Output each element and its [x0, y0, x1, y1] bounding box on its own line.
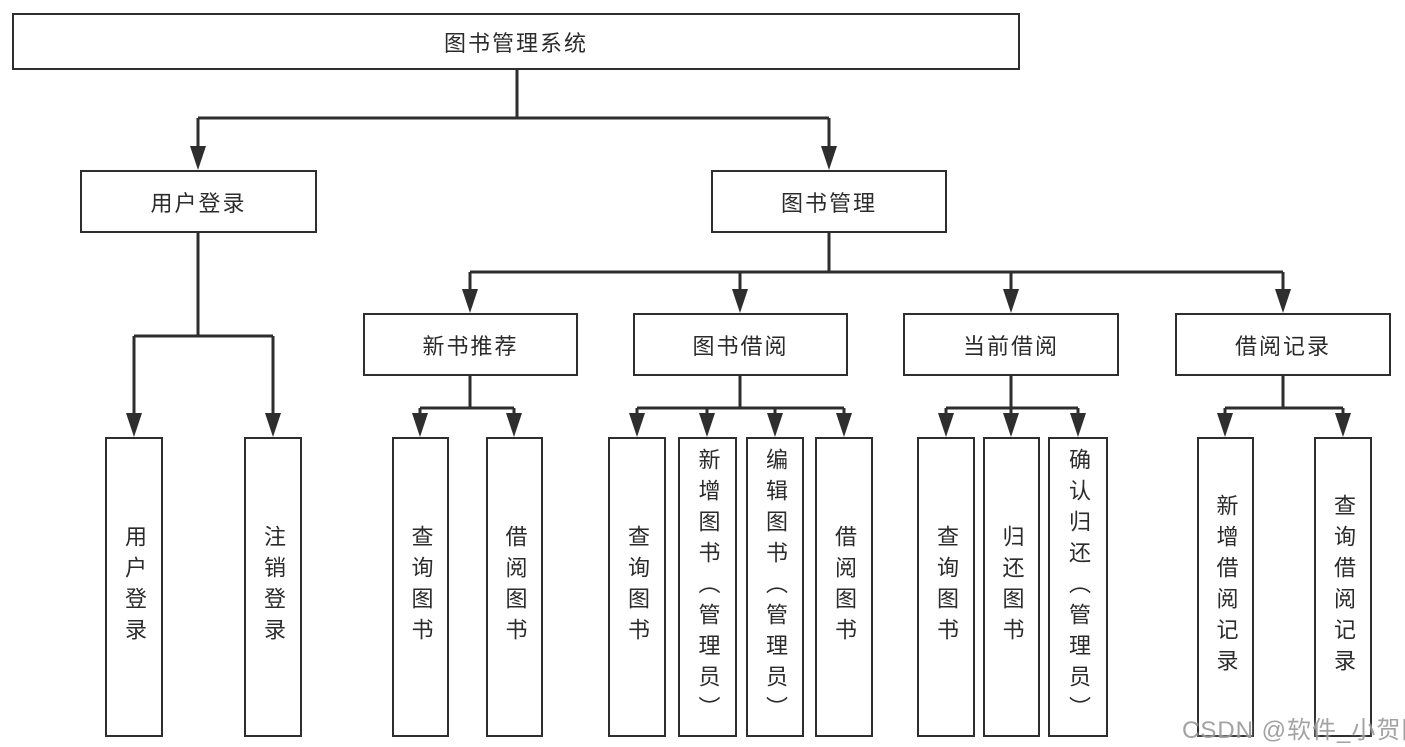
node-label: 借阅图书	[502, 525, 528, 649]
node-current-borrowing: 当前借阅	[903, 313, 1119, 376]
node-label: 图书借阅	[692, 333, 789, 359]
node-label: 当前借阅	[962, 333, 1059, 359]
node-label: 查询图书	[625, 525, 650, 649]
node-label: 查询图书	[408, 525, 434, 649]
node-new-book-recommendation: 新书推荐	[363, 313, 578, 376]
leaf-query-books-borrowing: 查询图书	[608, 437, 666, 737]
leaf-return-books: 归还图书	[983, 437, 1040, 737]
node-label: 编辑图书（管理员）	[763, 447, 788, 727]
node-label: 归还图书	[999, 525, 1025, 649]
leaf-user-login: 用户登录	[105, 437, 163, 737]
node-label: 确认归还（管理员）	[1066, 447, 1091, 727]
node-book-borrowing: 图书借阅	[633, 313, 848, 376]
csdn-watermark: CSDN @软件_小贺同学	[1182, 717, 1405, 744]
leaf-add-borrow-record: 新增借阅记录	[1197, 437, 1254, 737]
node-label: 注销登录	[261, 525, 286, 649]
node-label: 新增借阅记录	[1213, 494, 1239, 680]
node-label: 用户登录	[122, 525, 147, 649]
leaf-query-books-recommendation: 查询图书	[392, 437, 449, 737]
node-user-login: 用户登录	[80, 170, 317, 233]
leaf-borrow-books-borrowing: 借阅图书	[815, 437, 873, 737]
leaf-edit-book-admin: 编辑图书（管理员）	[746, 437, 804, 737]
node-label: 查询图书	[934, 525, 959, 649]
node-book-management: 图书管理	[711, 170, 947, 233]
node-label: 借阅图书	[832, 525, 857, 649]
node-label: 新书推荐	[422, 333, 519, 359]
leaf-query-borrow-record: 查询借阅记录	[1314, 437, 1372, 737]
node-label: 查询借阅记录	[1331, 494, 1356, 680]
leaf-logout: 注销登录	[244, 437, 302, 737]
node-label: 借阅记录	[1234, 333, 1331, 359]
leaf-query-books-current: 查询图书	[917, 437, 975, 737]
leaf-borrow-books-recommendation: 借阅图书	[486, 437, 543, 737]
leaf-confirm-return-admin: 确认归还（管理员）	[1048, 437, 1108, 737]
node-label: 图书管理系统	[443, 30, 588, 56]
node-label: 用户登录	[150, 190, 247, 216]
node-library-management-system: 图书管理系统	[12, 13, 1020, 70]
node-label: 图书管理	[780, 190, 877, 216]
node-borrowing-records: 借阅记录	[1175, 313, 1391, 376]
leaf-add-book-admin: 新增图书（管理员）	[678, 437, 737, 737]
node-label: 新增图书（管理员）	[695, 447, 721, 727]
